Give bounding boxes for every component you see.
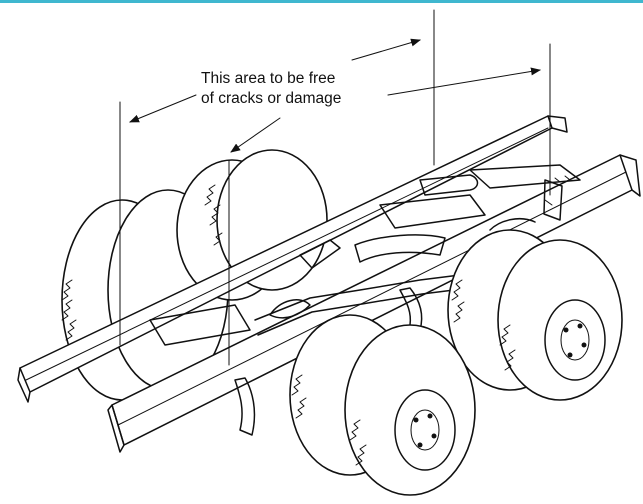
rear-left-dual-wheels xyxy=(61,149,328,401)
header-accent-rule xyxy=(0,0,643,3)
rear-right-dual-wheels xyxy=(289,229,623,496)
callout-text-line-2: of cracks or damage xyxy=(201,90,342,107)
inspection-area-markers xyxy=(119,9,551,366)
frame-rails xyxy=(17,115,641,453)
callout-arrows xyxy=(129,38,541,153)
callout-text-line-1: This area to be free xyxy=(201,70,336,87)
